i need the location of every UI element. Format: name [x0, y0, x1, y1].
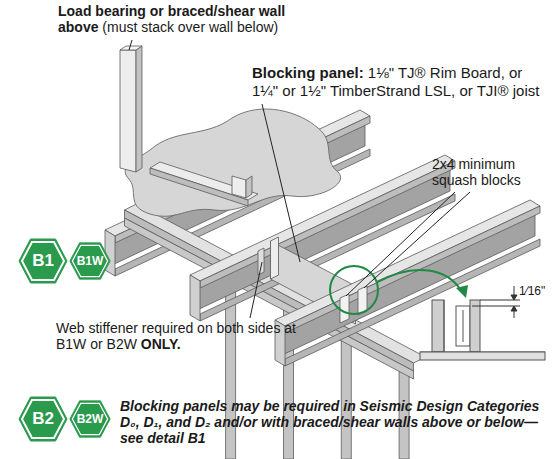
detail-hexagon: B2W — [69, 400, 111, 438]
wall-plate — [150, 168, 248, 206]
hexagon-ring — [72, 403, 107, 434]
hexagon-fill — [19, 239, 67, 283]
detail-hexagon: B2 — [18, 396, 68, 442]
callout-label: Blocking panel: — [252, 64, 364, 81]
callout-label: (must stack over wall below) — [102, 19, 278, 35]
detail-overlay — [129, 40, 545, 360]
joist-end — [190, 275, 200, 321]
detail-code: B1W — [77, 254, 104, 268]
hexagon-fill — [70, 243, 110, 279]
wall-post — [120, 50, 136, 172]
detail-code: B2W — [77, 412, 104, 426]
wall-block — [232, 176, 246, 198]
hexagon-ring — [22, 242, 64, 280]
callout-text: 2x4 minimum squash blocks — [432, 156, 550, 188]
arrow-head — [456, 285, 468, 298]
callout-text: Web stiffener required on both sides at … — [56, 320, 306, 352]
hexagon-fill — [70, 401, 110, 437]
callout-label: 2x4 minimum squash blocks — [432, 156, 521, 188]
leader-lines — [129, 40, 470, 318]
joist-flange — [285, 206, 540, 333]
detail-hexagon: B1 — [18, 238, 68, 284]
callout-text: Blocking panel: 1⅛" TJ® Rim Board, or 1¼… — [252, 64, 544, 100]
detail-code: B1 — [32, 251, 54, 271]
wall-plate — [150, 162, 258, 200]
callout-text: 1⁄16" — [519, 283, 551, 299]
detail-circle — [330, 266, 378, 314]
joist-end — [105, 230, 115, 276]
callout-text: Blocking panels may be required in Seism… — [120, 398, 545, 446]
callout-label: ONLY. — [141, 336, 181, 352]
web-stiffener — [258, 248, 264, 275]
hexagon-ring — [72, 245, 107, 276]
hexagon-ring — [22, 400, 64, 438]
squash-block — [340, 294, 349, 323]
dimension: 1⁄16" — [519, 284, 545, 298]
wall-post — [136, 46, 142, 172]
blocking-panel — [271, 237, 279, 279]
callout-text: Load bearing or braced/shear wall above … — [58, 3, 308, 35]
detail-hexagon: B1W — [69, 242, 111, 280]
joist-flange — [275, 200, 540, 326]
detail-code: B2 — [32, 409, 54, 429]
hexagon-fill — [19, 397, 67, 441]
subfloor — [125, 109, 340, 216]
detail-arrow — [377, 270, 462, 292]
wall-post — [120, 46, 142, 50]
callout-label: Blocking panels may be required in Seism… — [120, 398, 539, 446]
wall-stud — [341, 336, 351, 459]
wall-block — [246, 176, 252, 198]
